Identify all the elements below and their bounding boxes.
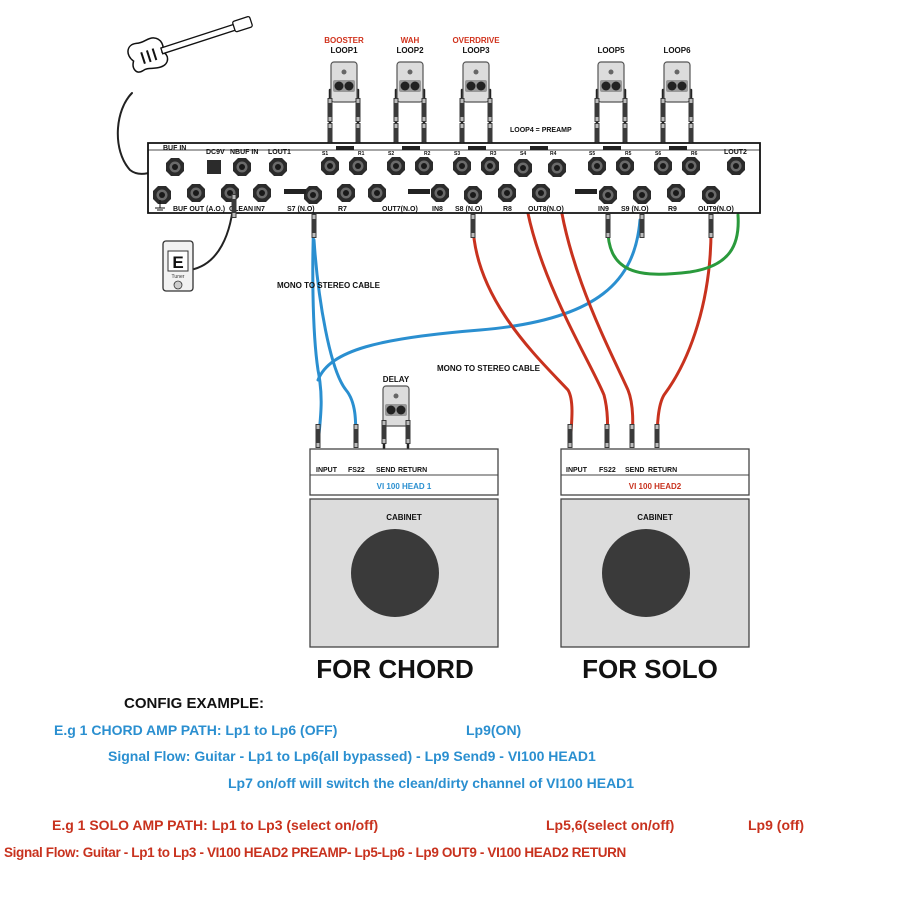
solo-amp-path-line: E.g 1 SOLO AMP PATH: Lp1 to Lp3 (select … [52,817,379,833]
cabinet1-label: CABINET [386,513,422,522]
loop2-subtitle: WAH [401,36,420,45]
label-r9: R9 [668,206,677,213]
label-r3: R3 [490,151,497,157]
label-r8: R8 [503,206,512,213]
amp2-jack-send: SEND [625,467,644,474]
label-r5: R5 [625,151,632,157]
loop3-pedal: OVERDRIVE LOOP3 [452,36,500,147]
loop2-pedal: WAH LOOP2 [393,36,427,147]
amp2-title: VI 100 HEAD2 [629,482,682,491]
loop5-title: LOOP5 [597,46,625,55]
label-out9: OUT9(N.O) [698,206,734,213]
label-s2: S2 [388,151,394,157]
loop1-subtitle: BOOSTER [324,36,364,45]
amp-head-2: INPUT FS22 SEND RETURN VI 100 HEAD2 [560,424,750,496]
solo-signal-flow: Signal Flow: Guitar - Lp1 to Lp3 - VI100… [4,845,626,860]
label-s6: S6 [655,151,661,157]
chord-amp-path-line: E.g 1 CHORD AMP PATH: Lp1 to Lp6 (OFF) [54,722,338,738]
label-s9: S9 (N.O) [621,206,649,213]
loop-switcher-unit: BUF IN DC9V NBUF IN LOUT1 LOUT2 S1 R1 S2… [147,142,761,238]
label-s5: S5 [589,151,595,157]
label-in7: IN7 [254,206,265,213]
cable-label-2: MONO TO STEREO CABLE [437,364,541,373]
label-r6: R6 [691,151,698,157]
loop2-title: LOOP2 [396,46,424,55]
chord-lp9-on: Lp9(ON) [466,722,522,738]
amp1-jack-fs22: FS22 [348,467,365,474]
loop4-label: LOOP4 = PREAMP [510,127,572,134]
loop3-title: LOOP3 [462,46,490,55]
label-s4: S4 [520,151,526,157]
chord-lp7-note: Lp7 on/off will switch the clean/dirty c… [228,775,635,791]
chord-signal-flow: Signal Flow: Guitar - Lp1 to Lp6(all byp… [108,748,596,764]
label-in8: IN8 [432,206,443,213]
amp1-caption: FOR CHORD [316,654,473,684]
delay-pedal: DELAY [381,375,411,444]
label-lout1: LOUT1 [268,149,291,156]
amp2-caption: FOR SOLO [582,654,718,684]
amp1-jack-input: INPUT [316,467,338,474]
loop-pedal-cables [328,88,693,152]
label-lout2: LOUT2 [724,149,747,156]
red-cable-r4 [555,173,635,447]
amp1-jack-return: RETURN [398,467,427,474]
config-heading: CONFIG EXAMPLE: [124,695,265,712]
delay-label: DELAY [383,375,410,384]
loop1-title: LOOP1 [330,46,358,55]
loop3-subtitle: OVERDRIVE [452,36,500,45]
ground-icon [155,200,165,211]
loop-pedals: BOOSTER LOOP1 WAH LOOP2 OVERDRIVE LOOP3 … [324,36,694,147]
label-nbuf-in: NBUF IN [230,149,258,156]
label-s8: S8 (N.O) [455,206,483,213]
label-r7: R7 [338,206,347,213]
amp2-jack-return: RETURN [648,467,677,474]
amp1-title: VI 100 HEAD 1 [377,482,432,491]
cabinet-1: CABINET [309,498,499,648]
label-s1: S1 [322,151,328,157]
amp2-jack-fs22: FS22 [599,467,616,474]
blue-cable-s7-to-amp1-input [311,213,323,447]
green-cable-in9-out9 [606,213,740,276]
cabinet-2: CABINET [560,498,750,648]
cabinet2-label: CABINET [637,513,673,522]
label-dc9v: DC9V [206,149,225,156]
red-cable-out9 [655,223,713,447]
amp2-jack-input: INPUT [566,467,588,474]
red-cable-s8 [471,223,574,447]
tuner-pedal: E Tuner [162,240,194,292]
label-r4: R4 [550,151,557,157]
tuner-display: E [172,253,183,272]
loop1-pedal: BOOSTER LOOP1 [324,36,364,147]
dc-power-jack [207,160,221,174]
amp1-jack-send: SEND [376,467,395,474]
loop6-pedal: LOOP6 [660,46,694,147]
cable-label-1: MONO TO STEREO CABLE [277,281,381,290]
label-r2: R2 [424,151,431,157]
label-s7: S7 (N.O) [287,206,315,213]
loop6-title: LOOP6 [663,46,691,55]
label-out7: OUT7(N.O) [382,206,418,213]
red-cable-s4 [521,173,610,447]
guitar-icon [127,16,253,73]
label-in9: IN9 [598,206,609,213]
tuner-label: Tuner [172,274,185,280]
solo-lp56: Lp5,6(select on/off) [546,817,675,833]
label-clean: CLEAN [229,206,253,213]
blue-cable-s7-to-amp1-fs22 [312,238,358,447]
label-buf-out: BUF OUT (A.O.) [173,206,225,213]
label-r1: R1 [358,151,365,157]
label-buf-in: BUF IN [163,145,186,152]
blue-cable-s9-to-amp1 [316,218,642,382]
label-out8: OUT8(N.O) [528,206,564,213]
label-s3: S3 [454,151,460,157]
amp-head-1: INPUT FS22 SEND RETURN VI 100 HEAD 1 [309,424,499,496]
solo-lp9-off: Lp9 (off) [748,817,804,833]
speaker-icon [351,529,439,617]
switcher-labels: BUF IN DC9V NBUF IN LOUT1 LOUT2 S1 R1 S2… [163,145,747,213]
speaker-icon [602,529,690,617]
loop-indicator-bars [284,146,687,194]
loop5-pedal: LOOP5 [594,46,628,147]
